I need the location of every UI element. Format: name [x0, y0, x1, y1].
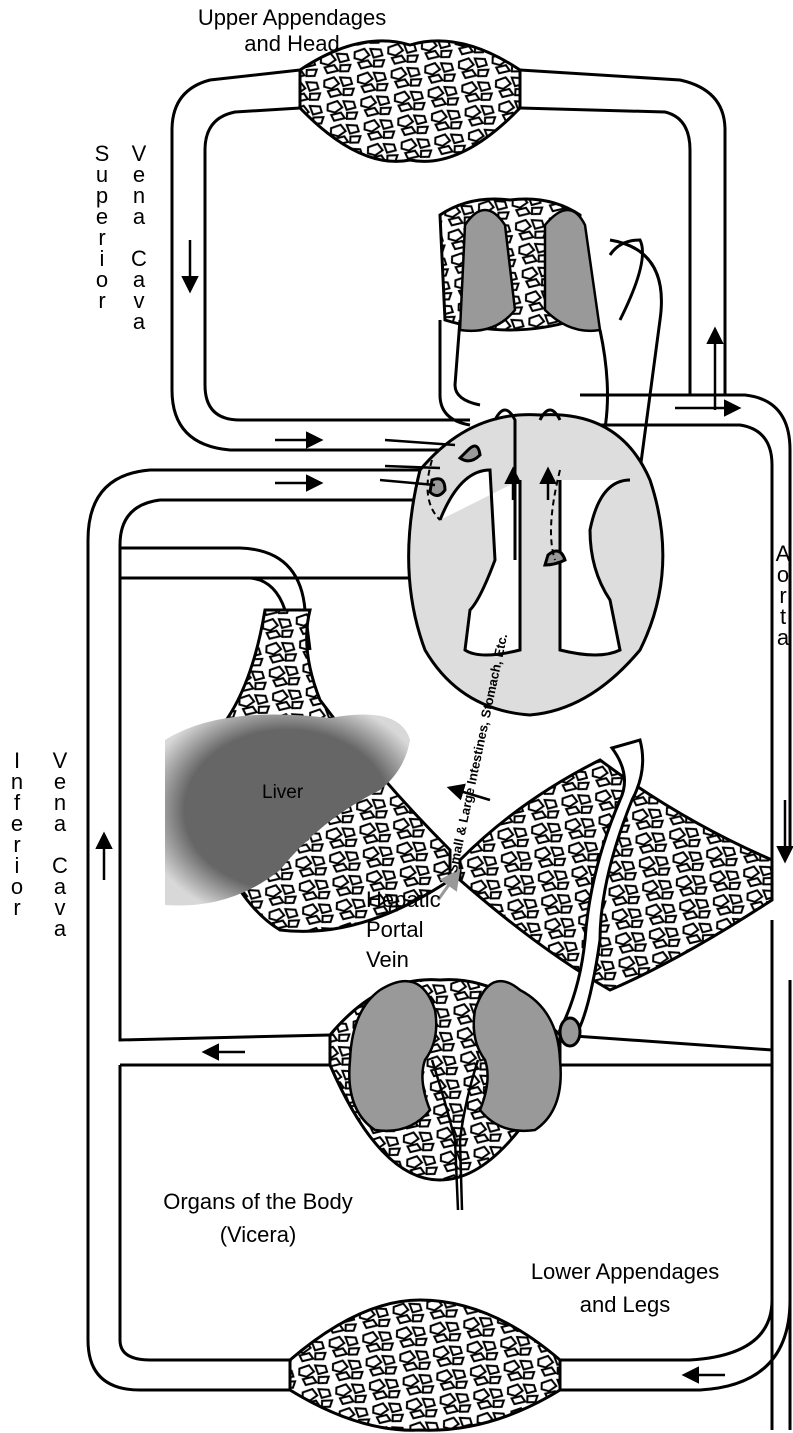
label-letter: I — [6, 750, 28, 771]
intestine-end — [560, 1018, 580, 1046]
label-line: Lower Appendages — [495, 1255, 755, 1288]
label-letter: a — [128, 311, 150, 332]
label-letter: v — [128, 290, 150, 311]
label-letter: n — [128, 185, 150, 206]
label-letter: V — [49, 750, 71, 771]
label-letter: f — [6, 792, 28, 813]
aorta-lower — [772, 920, 790, 1430]
label-letter: t — [772, 606, 793, 627]
label-letter: a — [772, 627, 793, 648]
liver-label: Liver — [262, 780, 303, 806]
label-letter: A — [772, 543, 793, 564]
label-letter: e — [6, 813, 28, 834]
label-letter: e — [91, 206, 113, 227]
label-letter: r — [772, 585, 793, 606]
right-lung — [545, 210, 600, 331]
organs-label: Organs of the Body(Vicera) — [128, 1185, 388, 1251]
upper-capillary-bed — [300, 41, 520, 161]
valve-2 — [430, 479, 445, 496]
label-letter — [49, 834, 71, 855]
label-letter: n — [6, 771, 28, 792]
label-line: (Vicera) — [128, 1218, 388, 1251]
label-line: and Head — [162, 31, 422, 57]
label-letter: r — [91, 227, 113, 248]
label-letter: p — [91, 185, 113, 206]
label-letter — [128, 227, 150, 248]
renal-right — [560, 1035, 772, 1065]
label-letter: a — [49, 918, 71, 939]
label-letter: r — [91, 290, 113, 311]
label-line: Upper Appendages — [162, 5, 422, 31]
valve-3 — [545, 551, 565, 565]
label-letter: u — [91, 164, 113, 185]
label-letter: V — [128, 143, 150, 164]
label-letter: o — [91, 269, 113, 290]
label-letter: C — [128, 248, 150, 269]
label-line: and Legs — [495, 1288, 755, 1321]
heart-outline — [409, 415, 663, 715]
label-letter: v — [49, 897, 71, 918]
label-letter: e — [49, 771, 71, 792]
label-letter: e — [128, 164, 150, 185]
label-line: Organs of the Body — [128, 1185, 388, 1218]
label-line: Vein — [366, 945, 441, 975]
label-letter: S — [91, 143, 113, 164]
label-letter: a — [49, 876, 71, 897]
label-letter: o — [6, 876, 28, 897]
label-letter: i — [91, 248, 113, 269]
label-letter: r — [6, 834, 28, 855]
label-letter: a — [128, 206, 150, 227]
label-letter: r — [6, 897, 28, 918]
intestine-capillary-bed — [460, 760, 772, 990]
label-letter: o — [772, 564, 793, 585]
label-line: Portal — [366, 915, 441, 945]
label-letter: a — [49, 813, 71, 834]
label-letter: a — [128, 269, 150, 290]
label-letter: C — [49, 855, 71, 876]
inferior-vena-cava-inner — [120, 500, 450, 578]
label-letter: n — [49, 792, 71, 813]
label-letter: i — [6, 855, 28, 876]
label-line: Hepatic — [366, 885, 441, 915]
right-kidney — [474, 981, 561, 1131]
heart — [409, 410, 663, 715]
